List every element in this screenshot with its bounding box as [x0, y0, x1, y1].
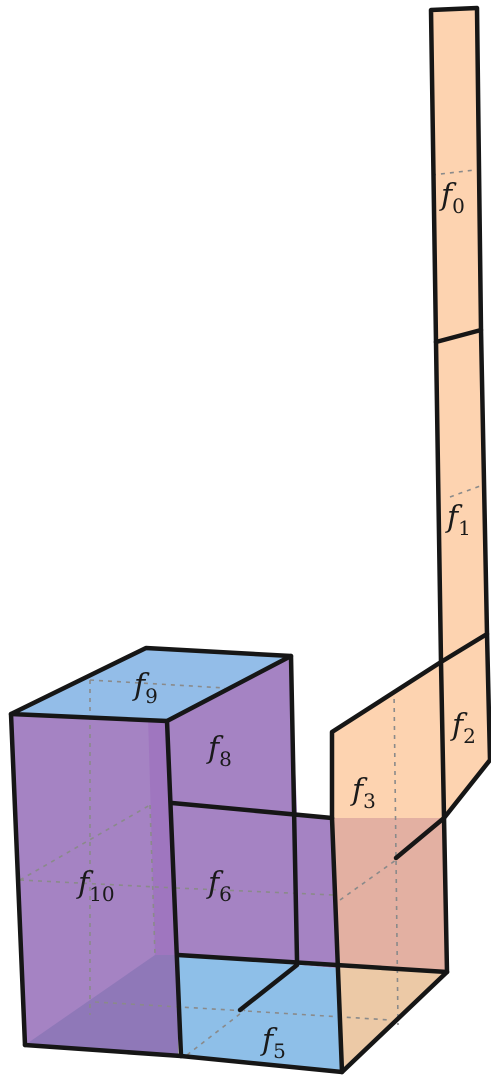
face-f10-bottom-shade	[25, 955, 178, 1056]
face-f8	[167, 656, 297, 813]
face-f3	[332, 662, 444, 818]
face-f0	[431, 8, 481, 342]
visible-edges	[8, 5, 491, 1075]
faces	[11, 8, 490, 1072]
face-inner-back	[146, 648, 178, 955]
face-f9	[11, 648, 291, 721]
face-f1	[436, 330, 487, 662]
face-f5	[178, 955, 342, 1072]
face-f6	[172, 803, 336, 968]
face-orange-over-blue	[336, 968, 447, 1072]
face-orange-over-purple	[332, 818, 447, 972]
